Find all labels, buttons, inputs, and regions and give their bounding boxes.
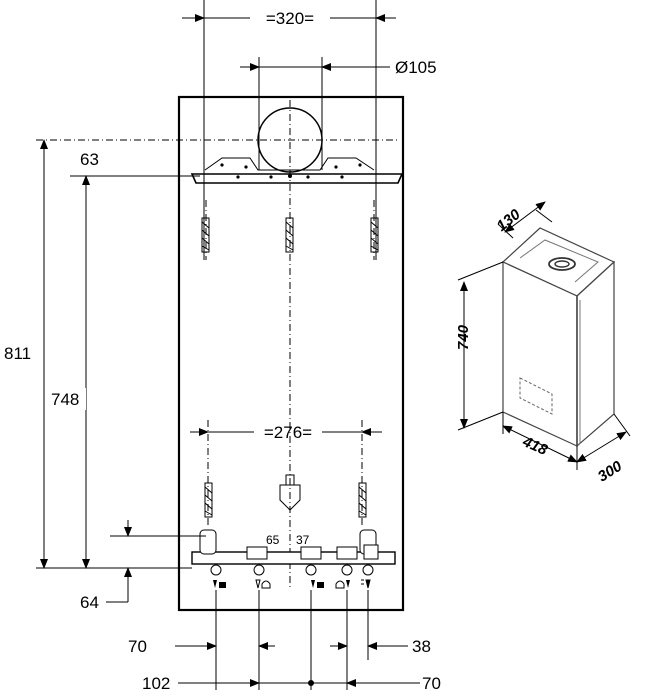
connection-rail — [191, 529, 396, 576]
dim-bottom-right-a: 38 — [412, 637, 431, 656]
isometric-boiler-view — [501, 227, 616, 448]
dim-flue-diameter: Ø105 — [395, 58, 437, 77]
iso-dim-depth-top: 130 — [493, 206, 524, 235]
iso-dim-height: 740 — [455, 324, 472, 350]
dim-pipe-gap-b: 37 — [296, 533, 310, 547]
iso-dim-depth: 300 — [595, 457, 626, 485]
dim-lower-spacing: =276= — [264, 423, 312, 442]
dim-pipe-gap-a: 65 — [266, 533, 280, 547]
dim-bottom-left-a: 70 — [128, 637, 147, 656]
dim-bottom-offset: 64 — [80, 593, 99, 612]
mounting-bracket — [190, 157, 404, 184]
dim-bottom-right-b: 70 — [422, 674, 441, 693]
dim-height-total: 811 — [4, 344, 31, 363]
connection-symbols — [213, 579, 371, 589]
dim-flue-spacing: =320= — [266, 9, 314, 28]
dim-height-bracket: 748 — [51, 390, 79, 409]
iso-dim-width: 418 — [519, 433, 550, 459]
dim-bottom-left-b: 102 — [142, 674, 170, 693]
dim-bracket-offset: 63 — [80, 150, 99, 169]
